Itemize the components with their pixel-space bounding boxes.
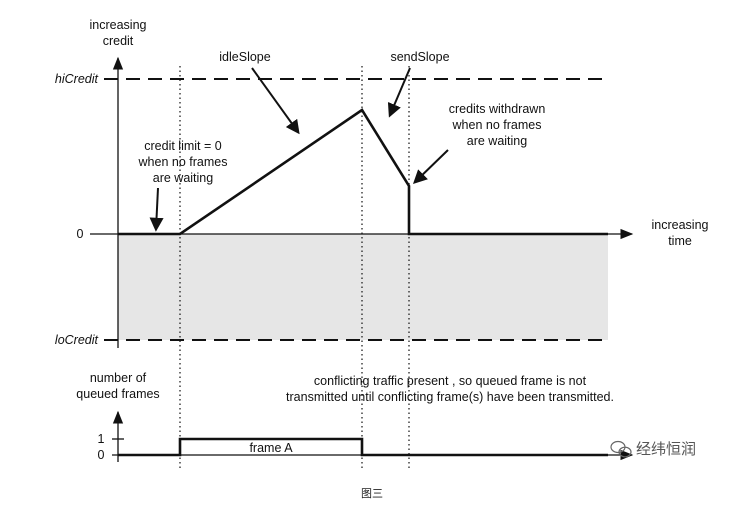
credit-limit-line2: when no frames [138,155,228,169]
time-axis-label-line2: time [668,234,692,248]
wechat-logo-icon [610,440,632,458]
withdrawn-line2: when no frames [452,118,542,132]
idle-slope-label: idleSlope [219,50,270,64]
credit-limit-line1: credit limit = 0 [144,139,222,153]
figure-caption: 图三 [361,487,383,500]
credit-limit-pointer [149,187,164,232]
time-axis-label-line1: increasing [652,218,709,232]
queue-tick-zero-label: 0 [98,448,105,462]
withdrawn-line1: credits withdrawn [449,102,546,116]
watermark: 经纬恒润 [610,440,696,458]
withdrawn-line3: are waiting [467,134,527,148]
queue-axis-label-line1: number of [90,371,147,385]
negative-credit-region [118,234,608,340]
frame-a-label: frame A [249,441,293,455]
withdrawn-pointer [412,149,449,184]
queue-axis-label-line2: queued frames [76,387,159,401]
conflicting-line1: conflicting traffic present , so queued … [314,374,587,388]
send-slope-label: sendSlope [390,50,449,64]
send-slope-pointer [387,67,411,118]
credit-axis-label-line1: increasing [90,18,147,32]
queued-frames-signal [118,437,608,457]
hicredit-label: hiCredit [55,72,99,86]
credit-limit-line3: are waiting [153,171,213,185]
idle-slope-pointer [251,67,300,135]
watermark-text: 经纬恒润 [636,440,696,458]
queue-tick-one-label: 1 [98,432,105,446]
conflicting-line2: transmitted until conflicting frame(s) h… [286,390,614,404]
zero-label: 0 [77,227,84,241]
credit-axis-label-line2: credit [103,34,134,48]
locredit-label: loCredit [55,333,99,347]
credit-curve [118,108,608,236]
